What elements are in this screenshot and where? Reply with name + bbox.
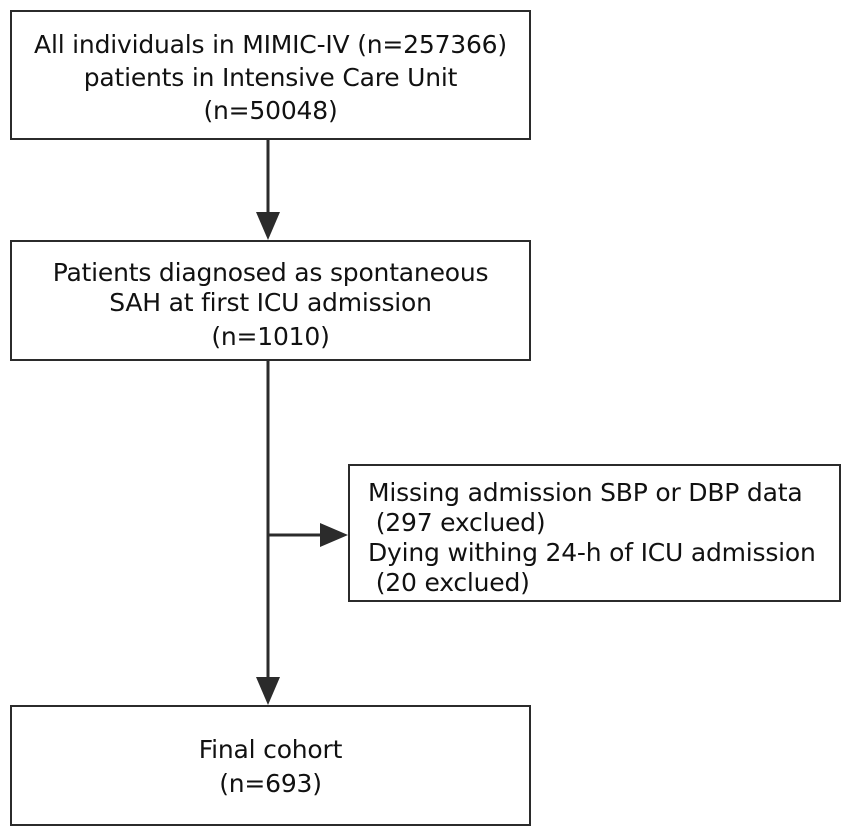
box-final-cohort-line-1: Final cohort [198, 735, 343, 764]
box-all-individuals-line-2: patients in Intensive Care Unit [83, 63, 458, 92]
box-final-cohort-line-2: (n=693) [219, 769, 322, 798]
box-exclusions-line-1: Missing admission SBP or DBP data [368, 478, 803, 507]
box-exclusions-line-3: Dying withing 24-h of ICU admission [368, 538, 816, 567]
box-sah-patients: Patients diagnosed as spontaneous SAH at… [10, 240, 531, 361]
box-exclusions: Missing admission SBP or DBP data (297 e… [348, 464, 841, 602]
arrowhead-sah-to-final [256, 677, 280, 705]
box-sah-patients-line-1: Patients diagnosed as spontaneous [52, 258, 489, 287]
box-all-individuals: All individuals in MIMIC-IV (n=257366) p… [10, 10, 531, 140]
box-sah-patients-line-2: SAH at first ICU admission [109, 288, 432, 317]
arrowhead-to-exclusions [320, 523, 348, 547]
box-final-cohort: Final cohort (n=693) [10, 705, 531, 826]
box-exclusions-line-2: (297 exclued) [368, 508, 546, 537]
box-all-individuals-line-1: All individuals in MIMIC-IV (n=257366) [34, 30, 507, 59]
box-all-individuals-line-3: (n=50048) [203, 96, 338, 125]
box-sah-patients-line-3: (n=1010) [211, 322, 330, 351]
arrowhead-all-to-sah [256, 212, 280, 240]
box-exclusions-line-4: (20 exclued) [368, 568, 530, 597]
